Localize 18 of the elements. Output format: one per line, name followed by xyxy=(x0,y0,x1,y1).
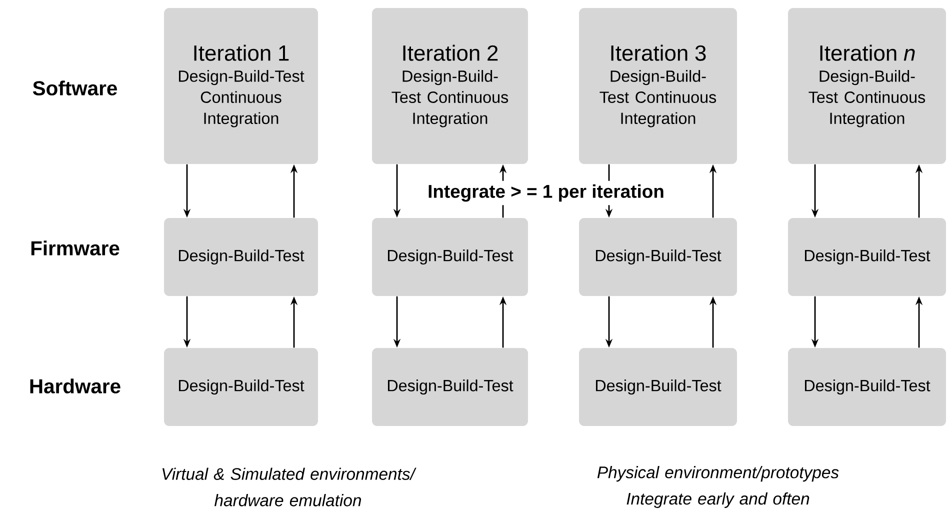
caption: Physical environment/prototypes Integrate early and often xyxy=(597,466,839,508)
row-label: Hardware xyxy=(30,378,120,394)
iteration-box: Iteration 1 Design-Build-Test Continuous Integration xyxy=(164,8,318,164)
process-box: Design-Build-Test xyxy=(788,348,946,426)
process-box: Design-Build-Test xyxy=(372,348,528,426)
process-box: Design-Build-Test xyxy=(372,218,528,296)
iteration-box: Iteration 3 Design-Build-Test Continuous Integration xyxy=(579,8,737,164)
iteration-box: Iteration 2 Design-Build-Test Continuous Integration xyxy=(372,8,528,164)
iteration-box: Iteration n Design-Build-Test Continuous Integration xyxy=(788,8,946,164)
integrate-note: Integrate > = 1 per iteration xyxy=(424,180,668,206)
row-label: Software xyxy=(32,80,117,96)
process-box: Design-Build-Test xyxy=(164,348,318,426)
process-box: Design-Build-Test xyxy=(579,348,737,426)
process-box: Design-Build-Test xyxy=(788,218,946,296)
process-box: Design-Build-Test xyxy=(579,218,737,296)
caption: Virtual & Simulated environments/ hardware emulation xyxy=(162,468,416,506)
process-box: Design-Build-Test xyxy=(164,218,318,296)
row-label: Firmware xyxy=(31,240,120,256)
